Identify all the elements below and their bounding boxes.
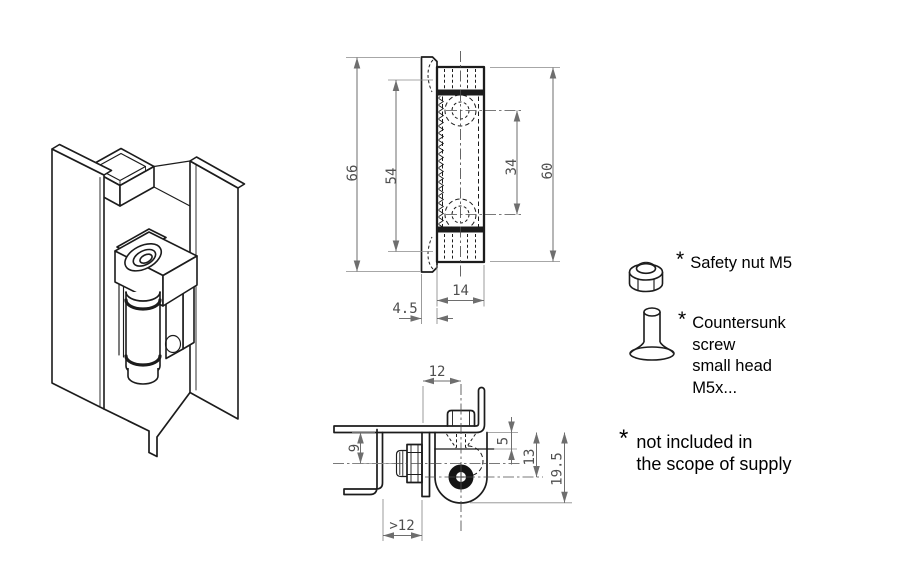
footnote-line: not included in [636, 432, 753, 452]
dim-leaf-height: 54 [384, 168, 400, 185]
countersunk-screw-icon [629, 307, 675, 361]
door-return-profile [343, 428, 384, 496]
asterisk-mark: * [619, 425, 629, 452]
hinge-cylinder [124, 291, 162, 385]
asterisk-mark: * [678, 308, 687, 331]
dim-min-return: >12 [389, 518, 414, 534]
legend-item-label: Countersunk [692, 314, 786, 332]
dim-overall-height: 66 [345, 165, 361, 182]
dim-knuckle-gap: 5 [496, 437, 512, 445]
hinge-leaf-plate [421, 431, 431, 498]
profile-left-panel-top [51, 143, 113, 176]
hex-nut-icon [628, 261, 664, 293]
legend-item-label: screw [692, 335, 736, 354]
dim-pivot-depth: 13 [522, 449, 538, 466]
dim-body-width: 14 [452, 283, 469, 299]
dim-screw-offset: 12 [429, 364, 446, 380]
legend-item-label: Safety nut M5 [690, 254, 792, 272]
door-edge-strip [420, 56, 438, 273]
legend-item-safety-nut: * Safety nut M5 [676, 248, 792, 275]
legend-item-label: M5x... [692, 378, 738, 397]
section-view: 12 9 5 13 19.5 >12 [333, 364, 572, 541]
serrated-edge [437, 96, 444, 227]
frame-sheet [333, 386, 486, 434]
legend-item-countersunk-screw: * Countersunk screw small head M5x... [678, 308, 786, 399]
profile-left-panel [51, 148, 105, 410]
profile-right-panel [189, 160, 239, 420]
asterisk-mark: * [676, 248, 685, 271]
legend-item-label: small head [692, 357, 772, 375]
footnote: * not included in the scope of supply [619, 425, 792, 475]
dim-nut-depth: 9 [347, 444, 363, 452]
mount-block [434, 431, 488, 450]
dim-body-height: 60 [540, 163, 556, 180]
profile-right-panel-top [189, 156, 246, 189]
front-view: 66 54 34 60 14 4.5 [345, 51, 560, 324]
dim-hole-spacing: 34 [504, 159, 520, 176]
isometric-view [51, 143, 246, 458]
dim-door-return: 4.5 [392, 301, 417, 317]
dim-overall-depth: 19.5 [550, 452, 566, 486]
hinge-lower-stud [164, 334, 182, 354]
footnote-line: the scope of supply [636, 454, 792, 474]
